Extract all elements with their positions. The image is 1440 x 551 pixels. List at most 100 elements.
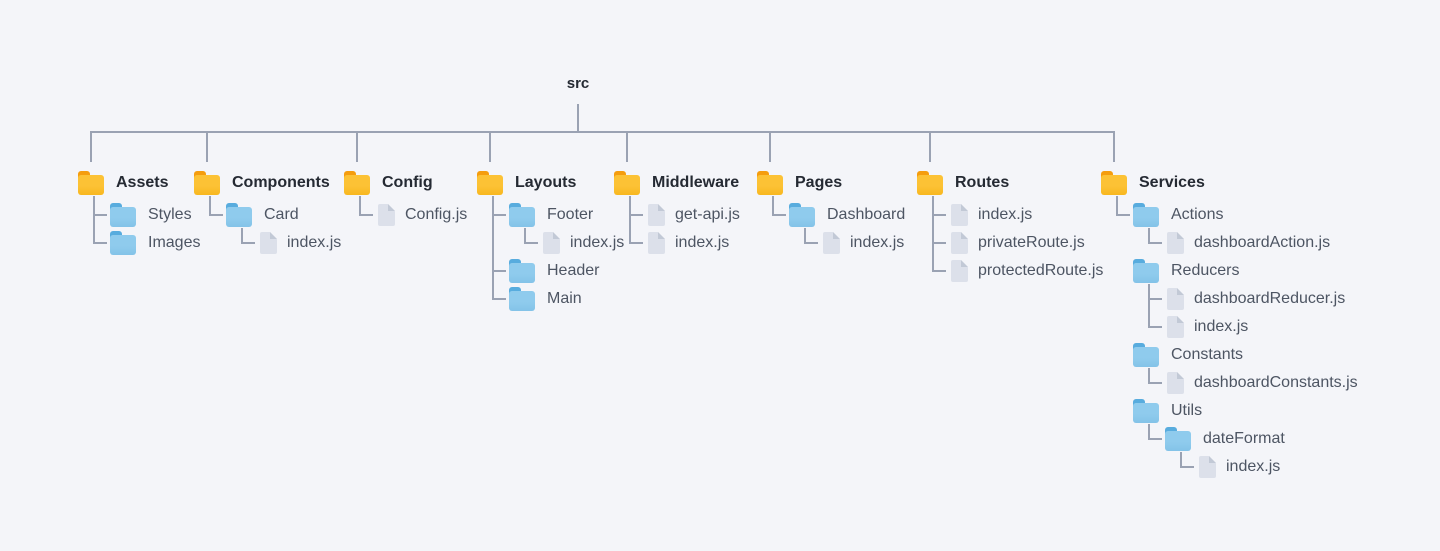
node-label: Main	[547, 290, 582, 307]
tree-node-folder: Main	[509, 285, 582, 313]
folder-icon	[344, 171, 370, 195]
node-label: index.js	[570, 234, 625, 251]
tree-node-file: dashboardConstants.js	[1165, 369, 1358, 397]
tree-node-folder: Utils	[1133, 397, 1202, 425]
node-label: index.js	[1226, 458, 1281, 475]
node-label: Footer	[547, 206, 594, 223]
tree-vertical-line	[209, 196, 211, 216]
tree-node-folder: Actions	[1133, 201, 1223, 229]
node-label: Reducers	[1171, 262, 1240, 279]
tree-node-file: privateRoute.js	[949, 229, 1085, 257]
node-label: Config	[382, 174, 433, 191]
tree-node-file: index.js	[541, 229, 624, 257]
root-label: src	[566, 75, 590, 92]
folder-icon	[194, 171, 220, 195]
tree-node-folder: Styles	[110, 201, 192, 229]
node-label: index.js	[1194, 318, 1249, 335]
node-label: Layouts	[515, 174, 577, 191]
tree-elbow-stub	[932, 242, 946, 244]
node-label: index.js	[850, 234, 905, 251]
tree-node-folder: Middleware	[614, 169, 739, 197]
tree-vertical-line	[524, 228, 526, 244]
folder-icon	[110, 203, 136, 227]
node-label: dashboardReducer.js	[1194, 290, 1346, 307]
node-label: protectedRoute.js	[978, 262, 1104, 279]
tree-elbow-stub	[1148, 298, 1162, 300]
folder-icon	[789, 203, 815, 227]
node-label: Styles	[148, 206, 192, 223]
folder-icon	[477, 171, 503, 195]
file-icon	[1167, 232, 1184, 254]
tree-node-folder: Header	[509, 257, 599, 285]
tree-node-folder: Routes	[917, 169, 1009, 197]
node-label: Components	[232, 174, 330, 191]
tree-node-file: index.js	[1165, 313, 1248, 341]
branch-drop-line	[626, 131, 628, 162]
tree-node-file: Config.js	[376, 201, 467, 229]
root-horizontal-line	[90, 131, 1115, 133]
file-icon	[951, 260, 968, 282]
tree-node-folder: Constants	[1133, 341, 1243, 369]
tree-node-folder: Components	[194, 169, 330, 197]
folder-icon	[614, 171, 640, 195]
tree-elbow-stub	[93, 242, 107, 244]
node-label: dashboardAction.js	[1194, 234, 1331, 251]
node-label: Routes	[955, 174, 1010, 191]
node-label: privateRoute.js	[978, 234, 1085, 251]
tree-node-folder: Assets	[78, 169, 168, 197]
tree-vertical-line	[1148, 368, 1150, 384]
folder-icon	[1133, 399, 1159, 423]
tree-vertical-line	[1148, 284, 1150, 328]
node-label: Pages	[795, 174, 843, 191]
tree-vertical-line	[804, 228, 806, 244]
branch-drop-line	[489, 131, 491, 162]
branch-drop-line	[90, 131, 92, 162]
tree-vertical-line	[772, 196, 774, 216]
tree-elbow-stub	[492, 214, 506, 216]
tree-node-folder: Pages	[757, 169, 842, 197]
folder-icon	[757, 171, 783, 195]
tree-vertical-line	[1148, 228, 1150, 244]
tree-vertical-line	[1116, 196, 1118, 216]
file-icon	[648, 204, 665, 226]
tree-vertical-line	[241, 228, 243, 244]
tree-vertical-line	[359, 196, 361, 216]
tree-node-file: index.js	[258, 229, 341, 257]
tree-elbow-stub	[629, 242, 643, 244]
branch-drop-line	[1113, 131, 1115, 162]
tree-elbow-stub	[772, 214, 786, 216]
branch-drop-line	[929, 131, 931, 162]
folder-icon	[1165, 427, 1191, 451]
node-label: Config.js	[405, 206, 468, 223]
node-label: index.js	[675, 234, 730, 251]
folder-icon	[917, 171, 943, 195]
file-icon	[951, 232, 968, 254]
tree-node-file: index.js	[646, 229, 729, 257]
file-icon	[1199, 456, 1216, 478]
tree-vertical-line	[629, 196, 631, 244]
tree-node-folder: Reducers	[1133, 257, 1239, 285]
file-icon	[648, 232, 665, 254]
tree-elbow-stub	[359, 214, 373, 216]
folder-icon	[226, 203, 252, 227]
tree-elbow-stub	[1148, 242, 1162, 244]
folder-icon	[78, 171, 104, 195]
node-label: Actions	[1171, 206, 1224, 223]
node-label: Constants	[1171, 346, 1244, 363]
file-icon	[1167, 316, 1184, 338]
file-icon	[1167, 288, 1184, 310]
folder-icon	[509, 203, 535, 227]
folder-icon	[509, 287, 535, 311]
tree-vertical-line	[93, 196, 95, 244]
tree-vertical-line	[492, 196, 494, 300]
tree-elbow-stub	[1116, 214, 1130, 216]
node-label: Assets	[116, 174, 169, 191]
file-icon	[823, 232, 840, 254]
node-label: Images	[148, 234, 201, 251]
file-icon	[260, 232, 277, 254]
tree-elbow-stub	[492, 298, 506, 300]
file-icon	[378, 204, 395, 226]
tree-elbow-stub	[1148, 438, 1162, 440]
tree-elbow-stub	[209, 214, 223, 216]
